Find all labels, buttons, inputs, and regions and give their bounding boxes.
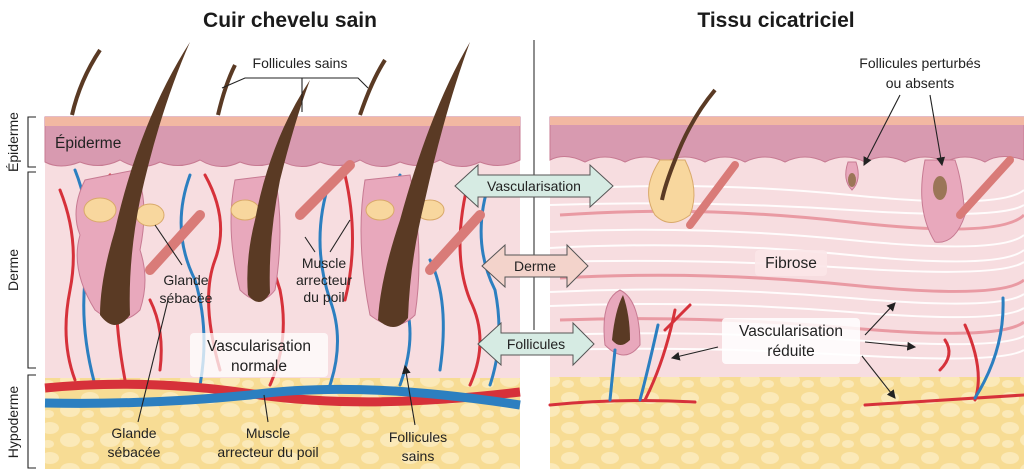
side-label-dermis: Derme (5, 249, 21, 291)
epidermis-label: Épiderme (55, 135, 121, 152)
follicle-3 (358, 42, 485, 328)
follicle-1 (70, 42, 190, 325)
stratum-corneum (45, 117, 520, 126)
bottom-arrector-muscle-label-2: arrecteur du poil (217, 444, 318, 460)
normal-vascularization-label-1: Vascularisation (207, 338, 311, 355)
title-scar-tissue: Tissu cicatriciel (697, 9, 854, 32)
fibrosis-label: Fibrose (765, 255, 817, 272)
bottom-arrector-muscle-label-1: Muscle (246, 425, 291, 441)
arrector-muscle (145, 210, 205, 275)
hair-follicles (70, 42, 485, 328)
disturbed-follicles-label-1: Follicules perturbés (859, 55, 980, 71)
reduced-vascularization-label-1: Vascularisation (739, 323, 843, 340)
reduced-vessels (548, 296, 1024, 407)
sebaceous-gland-label-2: sébacée (160, 290, 213, 306)
bottom-sebaceous-gland-label-1: Glande (111, 425, 156, 441)
side-label-hypodermis: Hypoderme (5, 386, 21, 459)
comparison-arrow-follicles: Follicules (477, 321, 595, 367)
healthy-follicles-leader (221, 77, 369, 112)
arrector-muscle-label-1: Muscle (302, 255, 347, 271)
layer-brackets: Épiderme Derme Hypoderme (5, 112, 36, 469)
arrector-muscle (425, 210, 485, 275)
arrector-muscle-label-3: du poil (303, 289, 344, 305)
comparison-arrow-dermis: Derme (481, 243, 589, 289)
bottom-healthy-follicles-label-1: Follicules (389, 429, 447, 445)
bottom-sebaceous-gland-label-2: sébacée (108, 444, 161, 460)
title-healthy-scalp: Cuir chevelu sain (203, 9, 377, 32)
bottom-healthy-follicles-label-2: sains (402, 448, 435, 464)
main-vein (44, 384, 521, 410)
disturbed-follicle-large (921, 159, 966, 243)
arrow-label-vascularization: Vascularisation (487, 178, 581, 194)
arrow-label-follicles: Follicules (507, 336, 565, 352)
residual-follicle (648, 159, 695, 223)
hypodermis-fat (550, 375, 1024, 469)
sebaceous-gland-label-1: Glande (163, 272, 208, 288)
arrow-label-dermis: Derme (514, 258, 556, 274)
scar-tissue-panel: Follicules perturbés ou absents Fibrose … (548, 55, 1024, 469)
residual-hair (660, 88, 717, 201)
arrector-muscle-label-2: arrecteur (296, 272, 352, 288)
normal-vascularization-label-2: normale (231, 358, 287, 375)
reduced-vascularization-label-2: réduite (767, 343, 814, 360)
disturbed-follicles-label-2: ou absents (886, 75, 955, 91)
follicle-2 (216, 64, 355, 303)
arrector-muscle (295, 160, 355, 220)
healthy-scalp-panel: Épiderme Follicules sains Glande sébacée… (44, 42, 521, 469)
comparison-arrow-vascularization: Vascularisation (454, 163, 614, 209)
side-label-epidermis: Épiderme (5, 112, 21, 172)
healthy-follicles-top-label: Follicules sains (253, 55, 348, 71)
